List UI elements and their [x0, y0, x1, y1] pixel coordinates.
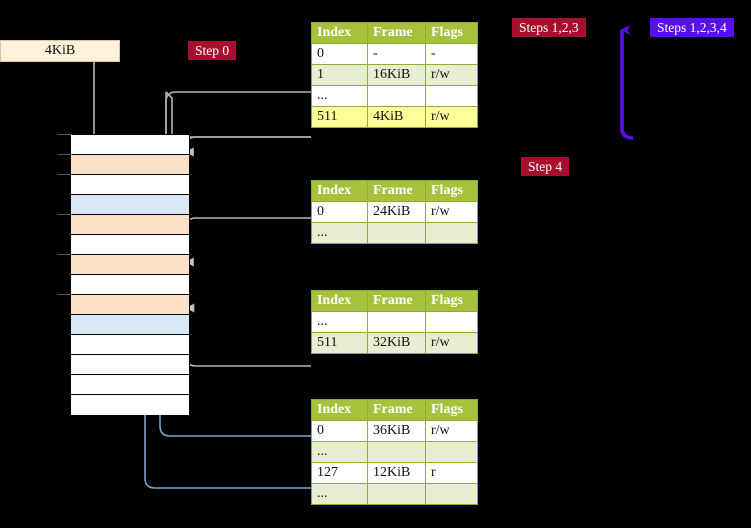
column-header-flags: Flags [425, 22, 478, 44]
badge-steps-1-2-3-4: Steps 1,2,3,4 [650, 18, 734, 37]
memory-tick [58, 154, 72, 155]
memory-frame-row [71, 215, 189, 235]
memory-frame-row [71, 315, 189, 335]
memory-frame-row [71, 255, 189, 275]
cell-flags [425, 441, 478, 463]
memory-frame-row [71, 275, 189, 295]
cell-index: 511 [311, 106, 368, 128]
cell-flags [425, 483, 478, 505]
cell-frame: - [367, 43, 426, 65]
column-header-flags: Flags [425, 399, 478, 421]
frame-size-label: 4KiB [0, 40, 120, 62]
cell-index: ... [311, 441, 368, 463]
cell-frame: 24KiB [367, 201, 426, 223]
column-header-flags: Flags [425, 180, 478, 202]
cell-flags: r/w [425, 420, 478, 442]
cell-index: 0 [311, 43, 368, 65]
memory-frame-row [71, 355, 189, 375]
cell-flags [425, 222, 478, 244]
memory-frame-row [71, 295, 189, 315]
memory-tick [58, 254, 72, 255]
table-row: ... [311, 483, 478, 505]
cell-index: 1 [311, 64, 368, 86]
cell-frame [367, 441, 426, 463]
memory-frame-row [71, 235, 189, 255]
badge-step-4: Step 4 [521, 157, 570, 176]
column-header-flags: Flags [425, 290, 478, 312]
cell-flags [425, 85, 478, 107]
column-header-frame: Frame [367, 22, 426, 44]
cell-index: 0 [311, 420, 368, 442]
cell-index: ... [311, 85, 368, 107]
badge-step-0: Step 0 [188, 41, 237, 60]
cell-frame [367, 483, 426, 505]
cell-flags: r/w [425, 106, 478, 128]
memory-frame-row [71, 175, 189, 195]
cell-frame: 12KiB [367, 462, 426, 484]
column-header-index: Index [311, 22, 368, 44]
memory-tick [58, 214, 72, 215]
cell-frame: 16KiB [367, 64, 426, 86]
column-header-frame: Frame [367, 180, 426, 202]
memory-frame-row [71, 155, 189, 175]
cell-flags: r [425, 462, 478, 484]
cell-index: ... [311, 222, 368, 244]
cell-index: 127 [311, 462, 368, 484]
cell-flags: r/w [425, 201, 478, 223]
cell-frame [367, 85, 426, 107]
cell-index: ... [311, 311, 368, 333]
cell-flags [425, 311, 478, 333]
cell-index: ... [311, 483, 368, 505]
table-row: ... [311, 222, 478, 244]
memory-tick [58, 134, 72, 135]
table-row: ... [311, 311, 478, 333]
memory-tick [58, 174, 72, 175]
table-row: ... [311, 441, 478, 463]
cell-frame [367, 311, 426, 333]
cell-flags: r/w [425, 64, 478, 86]
memory-frame-row [71, 395, 189, 415]
badge-steps-1-2-3: Steps 1,2,3 [512, 18, 586, 37]
column-header-index: Index [311, 399, 368, 421]
cell-frame: 36KiB [367, 420, 426, 442]
memory-frame-row [71, 135, 189, 155]
column-header-index: Index [311, 180, 368, 202]
column-header-index: Index [311, 290, 368, 312]
cell-frame: 32KiB [367, 332, 426, 354]
memory-frame-row [71, 195, 189, 215]
cell-index: 0 [311, 201, 368, 223]
memory-frame-row [71, 335, 189, 355]
memory-tick [58, 294, 72, 295]
cell-flags: - [425, 43, 478, 65]
table-row: 0-- [311, 43, 478, 65]
cell-index: 511 [311, 332, 368, 354]
cell-frame: 4KiB [367, 106, 426, 128]
column-header-frame: Frame [367, 399, 426, 421]
memory-frame-row [71, 375, 189, 395]
cell-frame [367, 222, 426, 244]
cell-flags: r/w [425, 332, 478, 354]
column-header-frame: Frame [367, 290, 426, 312]
table-row: ... [311, 85, 478, 107]
physical-memory-column [70, 134, 190, 415]
